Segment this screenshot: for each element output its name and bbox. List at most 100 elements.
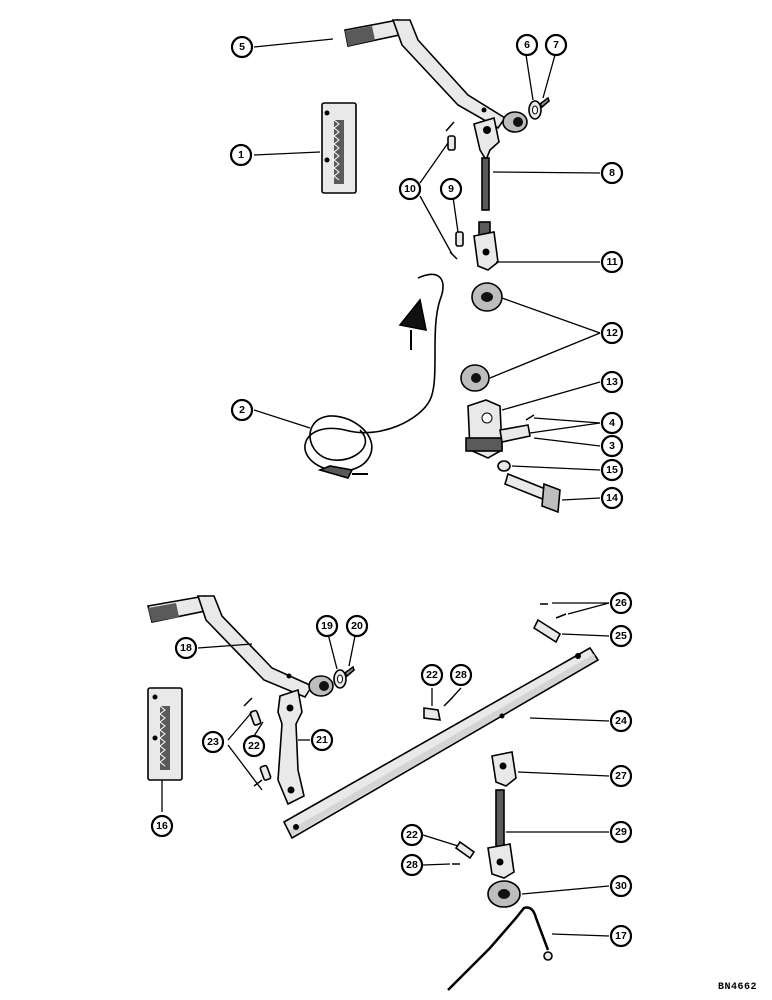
- clevis-rod-upper: [473, 116, 500, 211]
- callout-3: 3: [600, 434, 624, 458]
- callout-24: 24: [609, 709, 633, 733]
- cotter-lower-a: [243, 697, 253, 707]
- callout-23: 23: [201, 730, 225, 754]
- callout-5: 5: [230, 35, 254, 59]
- callout-17: 17: [609, 924, 633, 948]
- link-lower: [277, 688, 305, 806]
- clevis-lower-top: [491, 751, 517, 787]
- callout-14: 14: [600, 486, 624, 510]
- washer-upper: [528, 100, 542, 120]
- svg-text:4: 4: [609, 417, 615, 429]
- callout-28-bar: 28: [449, 663, 473, 687]
- callout-10: 10: [398, 177, 422, 201]
- callout-7: 7: [544, 33, 568, 57]
- svg-text:17: 17: [615, 930, 627, 942]
- callout-8: 8: [600, 161, 624, 185]
- brake-lever-upper: [344, 19, 528, 133]
- clevis-pin-bar: [423, 707, 442, 721]
- svg-text:16: 16: [156, 820, 168, 832]
- callout-27: 27: [609, 764, 633, 788]
- brake-cable-upper: [304, 273, 444, 479]
- quadrant-plate-upper: [321, 102, 357, 194]
- svg-text:26: 26: [615, 597, 627, 609]
- clevis-pin-bar-end: [532, 618, 562, 644]
- callout-28-right: 28: [400, 853, 424, 877]
- callout-19: 19: [315, 614, 339, 638]
- callout-20: 20: [345, 614, 369, 638]
- callout-1: 1: [229, 143, 253, 167]
- svg-text:28: 28: [406, 859, 418, 871]
- svg-text:8: 8: [609, 167, 615, 179]
- washer-lower: [333, 669, 347, 689]
- bolt-upper: [504, 472, 561, 514]
- callout-2: 2: [230, 398, 254, 422]
- svg-text:5: 5: [239, 41, 245, 53]
- svg-text:1: 1: [238, 149, 244, 161]
- svg-text:25: 25: [615, 630, 627, 642]
- cotter-lower-b: [253, 779, 263, 787]
- callout-22-right: 22: [400, 823, 424, 847]
- cotter-bar-end-b: [555, 613, 567, 619]
- svg-text:30: 30: [615, 880, 627, 892]
- callout-30: 30: [609, 874, 633, 898]
- svg-text:14: 14: [606, 492, 618, 504]
- bracket-upper: [465, 399, 503, 459]
- callout-15: 15: [600, 458, 624, 482]
- svg-text:18: 18: [180, 642, 192, 654]
- callout-29: 29: [609, 820, 633, 844]
- cable-rod-lower: [447, 906, 553, 991]
- cotter-pin-lower: [343, 665, 355, 678]
- callout-4: 4: [600, 411, 624, 435]
- quadrant-plate-lower: [147, 687, 183, 781]
- svg-text:24: 24: [615, 715, 627, 727]
- callout-25: 25: [609, 624, 633, 648]
- callout-6: 6: [515, 33, 539, 57]
- callout-12: 12: [600, 321, 624, 345]
- clevis-pin-upper-b: [455, 231, 464, 247]
- bushing-lower: [487, 880, 521, 908]
- callout-22-left: 22: [242, 734, 266, 758]
- lock-washer-upper: [497, 460, 511, 472]
- callout-21: 21: [310, 728, 334, 752]
- cotter-pin-upper: [538, 96, 550, 109]
- pin-upper-long: [499, 424, 531, 443]
- threaded-rod-lower: [487, 789, 515, 879]
- callout-16: 16: [150, 814, 174, 838]
- svg-text:19: 19: [321, 620, 333, 632]
- svg-text:6: 6: [524, 39, 530, 51]
- svg-text:11: 11: [606, 256, 617, 268]
- svg-text:29: 29: [615, 826, 627, 838]
- callout-11: 11: [600, 250, 624, 274]
- clevis-pin-lower-c: [454, 840, 476, 860]
- cross-bar: [282, 646, 600, 840]
- svg-text:22: 22: [248, 740, 260, 752]
- drawing-id: BN4662: [718, 982, 758, 993]
- svg-text:22: 22: [426, 669, 438, 681]
- callout-9: 9: [439, 177, 463, 201]
- cotter-upper-a: [445, 121, 455, 132]
- callout-22-bar: 22: [420, 663, 444, 687]
- svg-text:23: 23: [207, 736, 219, 748]
- svg-text:15: 15: [606, 464, 618, 476]
- callout-13: 13: [600, 370, 624, 394]
- svg-text:7: 7: [553, 39, 559, 51]
- pin-upper-tip: [525, 414, 535, 421]
- svg-text:12: 12: [606, 327, 618, 339]
- bushing-upper-a: [471, 282, 503, 312]
- clevis-upper: [473, 221, 499, 271]
- svg-text:3: 3: [609, 440, 615, 452]
- svg-text:10: 10: [404, 183, 416, 195]
- clevis-pin-lower-b: [259, 764, 272, 781]
- svg-text:21: 21: [316, 734, 328, 746]
- svg-text:9: 9: [448, 183, 454, 195]
- clevis-pin-upper-a: [447, 135, 456, 151]
- svg-text:13: 13: [606, 376, 618, 388]
- svg-text:2: 2: [239, 404, 245, 416]
- svg-text:28: 28: [455, 669, 467, 681]
- bushing-upper-b: [460, 364, 490, 392]
- svg-text:20: 20: [351, 620, 363, 632]
- svg-text:22: 22: [406, 829, 418, 841]
- svg-text:27: 27: [615, 770, 627, 782]
- brake-lever-lower: [147, 595, 334, 698]
